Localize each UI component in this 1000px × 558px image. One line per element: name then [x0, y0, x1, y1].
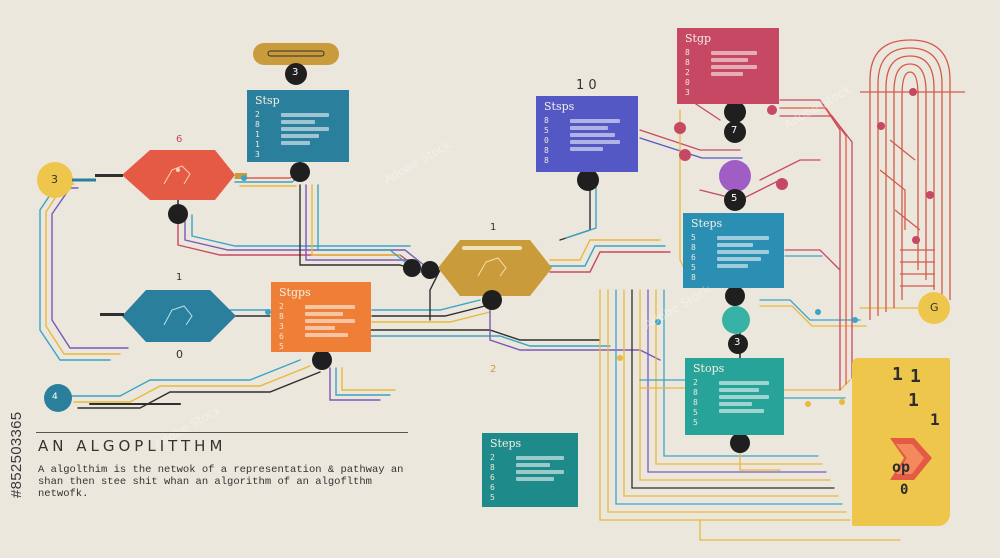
circle-4-label: 4 [52, 392, 58, 402]
label-6: 6 [176, 134, 183, 145]
label-1-center: 1 [490, 222, 497, 233]
hex-process-red [95, 150, 247, 200]
node-7-label: 7 [731, 125, 738, 136]
small-red-nodes [674, 88, 934, 244]
hex-process-teal [100, 290, 236, 342]
circle-3-label: 3 [51, 173, 58, 186]
node-3b-label: 3 [734, 337, 741, 348]
label-0: 0 [176, 348, 183, 361]
panel-digit: 1 [908, 390, 919, 411]
node-3-label: 3 [292, 67, 299, 78]
label-10: 1 0 [576, 78, 597, 93]
caption-body: A algolthim is the netwok of a represent… [38, 464, 404, 500]
node-5 [724, 189, 746, 211]
panel-digit: 1 [892, 364, 903, 385]
output-circle-g [918, 292, 950, 324]
teal-node [722, 306, 750, 334]
node-5-label: 5 [731, 193, 738, 204]
hex-process-mustard [438, 240, 552, 296]
panel-op-label: op [892, 458, 911, 476]
output-arrow-icon [890, 438, 932, 480]
label-1: 1 [176, 272, 183, 283]
input-circle-3 [37, 162, 73, 198]
wire-bundle-center [177, 171, 671, 401]
caption-title: AN ALGOPLITTHM [38, 437, 227, 455]
circle-g-label: G [930, 301, 939, 314]
top-mustard-pill [253, 43, 339, 65]
yellow-output-panel: 1 1 1 1 op 0 [852, 358, 950, 526]
label-2: 2 [490, 364, 497, 375]
panel-digit: 1 [930, 410, 940, 429]
circle-4 [44, 384, 72, 412]
dark-nodes [168, 63, 750, 453]
stock-id-vertical: #852503365 [8, 411, 25, 498]
panel-digit: 1 [910, 366, 921, 387]
right-maze-wires [860, 39, 965, 320]
panel-digit: 0 [900, 482, 909, 498]
small-yellow-joints [617, 355, 845, 407]
wire-bundle-right [599, 59, 921, 541]
caption-divider [36, 432, 408, 433]
purple-node [719, 160, 751, 192]
